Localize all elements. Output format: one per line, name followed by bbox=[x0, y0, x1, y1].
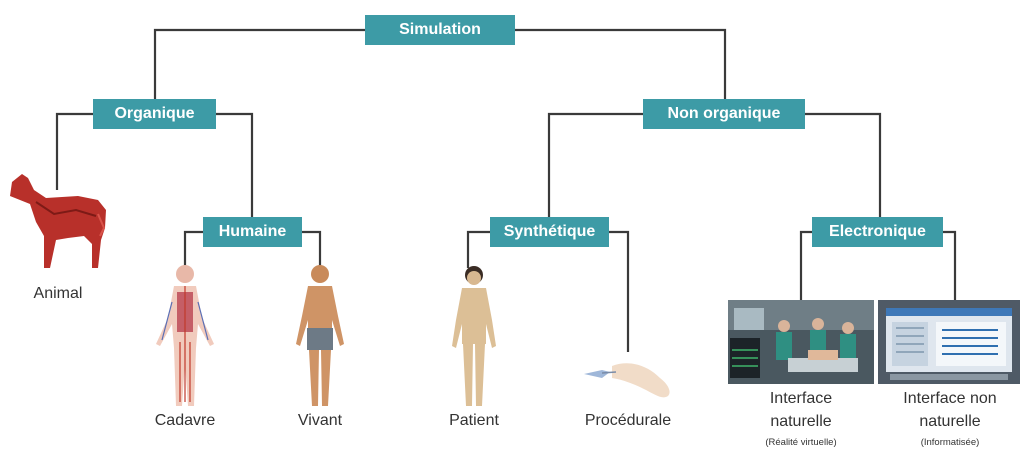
leaf-cadavre-label: Cadavre bbox=[154, 412, 216, 429]
connector-organique bbox=[55, 112, 254, 218]
connector-non-organique bbox=[547, 112, 882, 218]
dog-anatomy-icon bbox=[10, 174, 106, 268]
leaf-vivant-label: Vivant bbox=[297, 412, 343, 429]
node-simulation: Simulation bbox=[365, 15, 515, 45]
leaf-animal-label: Animal bbox=[33, 285, 83, 302]
leaf-interface-naturelle-note: (Réalité virtuelle) bbox=[765, 437, 837, 448]
leaf-patient-label: Patient bbox=[449, 412, 499, 429]
vr-scene-screenshot-icon bbox=[728, 300, 874, 384]
human-figure-icon bbox=[296, 265, 344, 406]
node-organique: Organique bbox=[93, 99, 216, 129]
connector-electronique bbox=[799, 230, 957, 300]
connector-humaine bbox=[183, 230, 322, 268]
anatomy-body-icon bbox=[156, 265, 214, 406]
connector-synthetique bbox=[466, 230, 630, 352]
leaf-interface-non-naturelle-line2: naturelle bbox=[919, 413, 981, 430]
mannequin-icon bbox=[452, 266, 496, 406]
software-screenshot-icon bbox=[878, 300, 1020, 384]
node-synthetique: Synthétique bbox=[490, 217, 609, 247]
node-humaine: Humaine bbox=[203, 217, 302, 247]
connector-simulation bbox=[153, 28, 727, 102]
node-electronique: Electronique bbox=[812, 217, 943, 247]
leaf-interface-non-naturelle-line1: Interface non bbox=[903, 390, 997, 407]
leaf-interface-naturelle-line2: naturelle bbox=[770, 413, 832, 430]
arm-trainer-icon bbox=[584, 363, 670, 398]
leaf-procedurale-label: Procédurale bbox=[584, 412, 672, 429]
node-non-organique: Non organique bbox=[643, 99, 805, 129]
leaf-interface-naturelle-line1: Interface bbox=[769, 390, 833, 407]
leaf-interface-non-naturelle-note: (Informatisée) bbox=[920, 437, 980, 448]
